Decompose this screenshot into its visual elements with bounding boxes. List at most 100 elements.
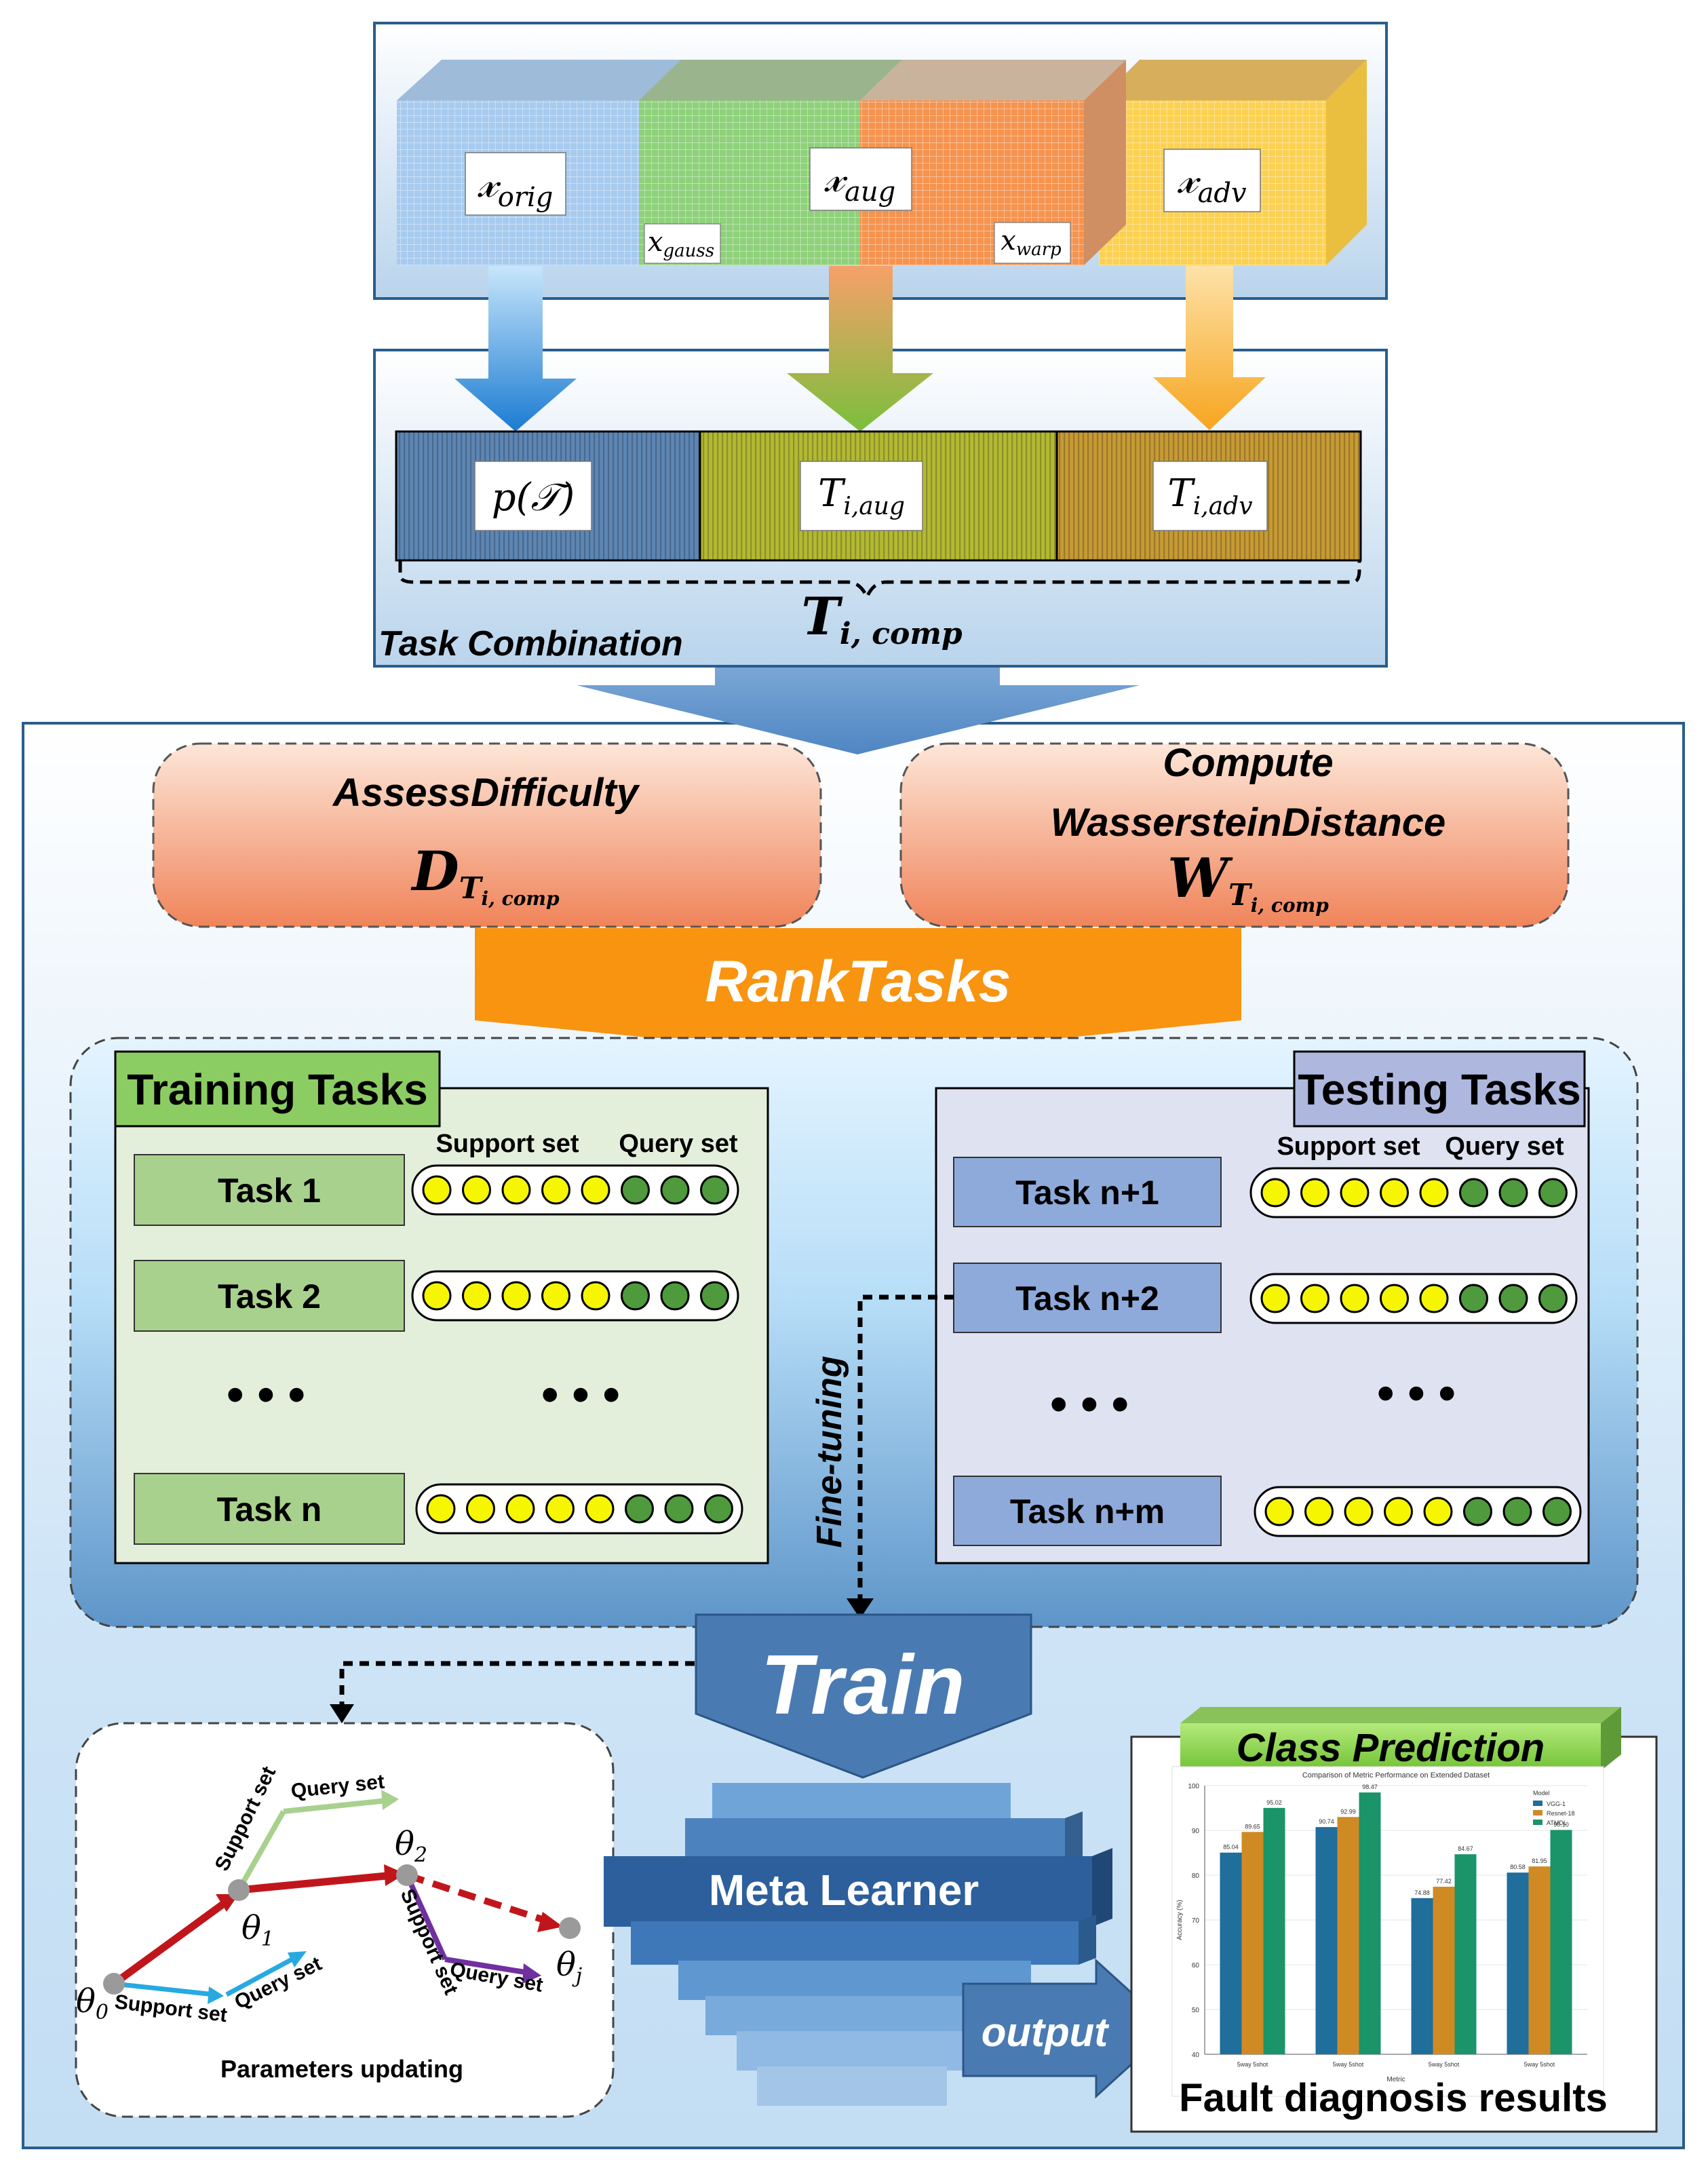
assess-difficulty-box: AssessDifficulty DTi, comp xyxy=(152,742,822,928)
support-sample-dot xyxy=(1264,1497,1294,1526)
bar xyxy=(1337,1817,1359,2054)
query-sample-dot xyxy=(1502,1497,1532,1526)
bar-value-label: 85.04 xyxy=(1223,1844,1239,1851)
support-sample-dot xyxy=(1260,1284,1290,1313)
theta-j-label: θj xyxy=(556,1946,582,1988)
bar xyxy=(1454,1854,1477,2054)
sample-set-pill xyxy=(1249,1167,1578,1218)
task-combination-label: Task Combination xyxy=(379,624,683,664)
bar xyxy=(1359,1792,1381,2054)
training-support-label: Support set xyxy=(435,1130,579,1158)
adv-label: 𝓍adv xyxy=(1163,149,1261,212)
bar xyxy=(1241,1832,1264,2054)
bar-value-label: 84.67 xyxy=(1458,1845,1473,1852)
support-sample-dot xyxy=(541,1281,570,1311)
legend-title: Model xyxy=(1533,1790,1550,1796)
query-sample-dot xyxy=(1463,1497,1492,1526)
training-ellipsis-right: • • • xyxy=(541,1368,620,1422)
support-sample-dot xyxy=(1384,1497,1413,1526)
query-sample-dot xyxy=(1459,1284,1488,1313)
x-axis-label: Metric xyxy=(1386,2076,1405,2083)
support-sample-dot xyxy=(1260,1178,1290,1208)
svg-text:Task n+m: Task n+m xyxy=(1010,1493,1165,1531)
legend-entry: Resnet-18 xyxy=(1547,1810,1575,1817)
bar xyxy=(1550,1830,1572,2054)
legend-swatch xyxy=(1533,1810,1542,1815)
output-arrow: output xyxy=(962,1958,1173,2099)
y-tick-label: 40 xyxy=(1192,2052,1200,2059)
task-combination-panel: p(𝒯) Ti,aug Ti,adv Ti, comp Task Combina… xyxy=(373,266,1388,668)
meta-learner-stack: Meta Learner xyxy=(604,1783,1112,2106)
aug-label: 𝓍aug xyxy=(809,147,912,211)
x-tick-label: 5way 5shot xyxy=(1237,2061,1268,2068)
output-label: output xyxy=(982,2009,1110,2055)
legend-entry: ATMDL xyxy=(1547,1820,1567,1826)
theta-0-label: θ0 xyxy=(76,1982,109,2024)
svg-text:Ti,adv: Ti,adv xyxy=(1167,472,1252,520)
y-axis-label: Accuracy (%) xyxy=(1176,1900,1184,1940)
query-sample-dot xyxy=(664,1494,694,1524)
parameters-updating-caption: Parameters updating xyxy=(220,2055,463,2083)
svg-text:𝓍adv: 𝓍adv xyxy=(1177,153,1247,209)
support-sample-dot xyxy=(585,1494,615,1524)
testing-tasks-title: Testing Tasks xyxy=(1298,1065,1580,1114)
support-sample-dot xyxy=(422,1175,452,1205)
rank-tasks-label: RankTasks xyxy=(705,949,1011,1014)
query-sample-dot xyxy=(660,1281,690,1311)
support-sample-dot xyxy=(1419,1178,1449,1208)
gauss-label: xgauss xyxy=(644,223,721,264)
parameters-updating-box: θ0 θ1 θ2 θj Support set Query set Suppor… xyxy=(75,1722,615,2118)
support-sample-dot xyxy=(422,1281,452,1311)
x-tick-label: 5way 5shot xyxy=(1524,2061,1555,2068)
y-tick-label: 50 xyxy=(1192,2007,1200,2014)
svg-text:𝓍orig: 𝓍orig xyxy=(478,157,554,213)
bar-value-label: 74.88 xyxy=(1414,1889,1430,1896)
testing-ellipsis-right: • • • xyxy=(1377,1366,1456,1421)
bar-value-label: 95.02 xyxy=(1266,1799,1282,1806)
y-tick-label: 100 xyxy=(1188,1783,1199,1790)
legend-entry: VGG-1 xyxy=(1547,1801,1566,1807)
bar-value-label: 98.47 xyxy=(1362,1784,1378,1790)
query-sample-dot xyxy=(660,1175,690,1205)
compute-wasserstein-box: Compute WassersteinDistance WTi, comp xyxy=(899,741,1570,928)
compute-title-line1: Compute xyxy=(1163,741,1333,785)
query-sample-dot xyxy=(1538,1178,1568,1208)
difficulty-symbol: DTi, comp xyxy=(410,839,560,910)
class-prediction-box: Class Prediction Comparison of Metric Pe… xyxy=(1130,1707,1658,2133)
chart-title: Comparison of Metric Performance on Exte… xyxy=(1302,1771,1490,1780)
orig-label: 𝓍orig xyxy=(465,152,566,216)
query-sample-dot xyxy=(1498,1178,1528,1208)
data-source-panel: 𝓍orig 𝓍aug 𝓍adv xgauss xwarp xyxy=(373,22,1388,300)
query-sample-dot xyxy=(1498,1284,1528,1313)
support-sample-dot xyxy=(1300,1178,1329,1208)
support-sample-dot xyxy=(1423,1497,1453,1526)
support-sample-dot xyxy=(1419,1284,1449,1313)
task-brace xyxy=(398,560,1361,602)
svg-text:𝓍aug: 𝓍aug xyxy=(824,152,895,208)
support-sample-dot xyxy=(1300,1284,1329,1313)
wasserstein-symbol: WTi, comp xyxy=(1167,846,1329,917)
support-sample-dot xyxy=(426,1494,456,1524)
bar-value-label: 80.58 xyxy=(1510,1864,1526,1870)
combination-to-ranking-arrow xyxy=(577,668,1140,754)
testing-query-label: Query set xyxy=(1445,1132,1564,1161)
query-sample-dot xyxy=(704,1494,733,1524)
support-sample-dot xyxy=(1344,1497,1374,1526)
bar xyxy=(1220,1852,1242,2054)
compute-title-line2: WassersteinDistance xyxy=(1051,801,1445,845)
y-tick-label: 90 xyxy=(1192,1828,1200,1835)
bar xyxy=(1315,1827,1338,2054)
sample-set-pill xyxy=(1249,1273,1578,1324)
arrow-orig-down xyxy=(454,266,577,431)
theta-2-label: θ2 xyxy=(395,1825,427,1867)
legend-swatch xyxy=(1533,1801,1542,1806)
support-sample-dot xyxy=(1340,1178,1370,1208)
testing-support-label: Support set xyxy=(1277,1132,1420,1161)
bar xyxy=(1528,1866,1551,2054)
bar xyxy=(1263,1807,1285,2054)
warp-label: xwarp xyxy=(994,222,1071,264)
x-tick-label: 5way 5shot xyxy=(1333,2061,1364,2068)
testing-tasks-panel: Testing Tasks Support set Query set Task… xyxy=(935,1050,1590,1564)
results-chart: Comparison of Metric Performance on Exte… xyxy=(1171,1766,1604,2097)
sample-set-pill xyxy=(1254,1486,1582,1537)
